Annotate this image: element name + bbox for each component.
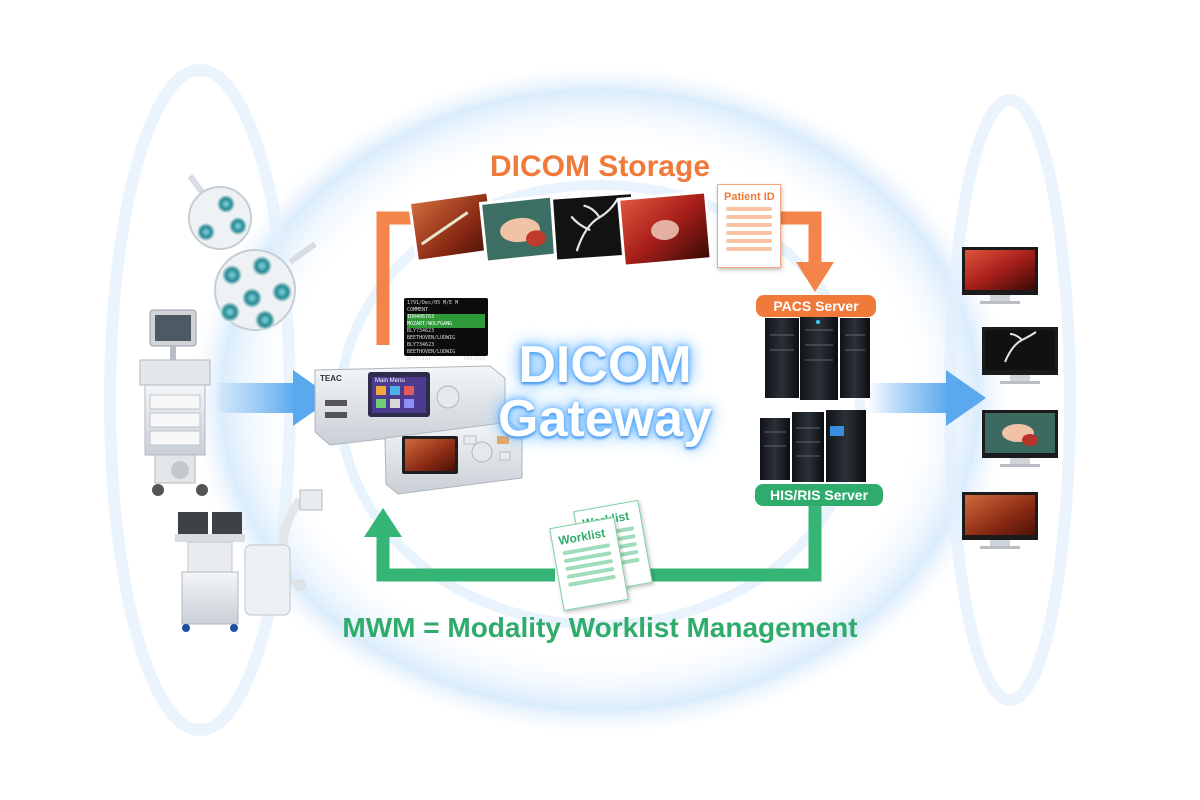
screen-line: BEETHOVEN/LUDWIG — [407, 335, 456, 341]
mwm-arrow-head — [364, 508, 402, 537]
screen-line-selected: MOZART/WOLFGANG — [407, 321, 485, 328]
doc-line — [726, 223, 772, 227]
storage-arrow-left — [376, 211, 420, 345]
monitor-icon — [982, 410, 1058, 467]
device-brand: TEAC — [320, 374, 342, 383]
storage-image-4 — [617, 190, 713, 268]
output-flow-arrow-body — [868, 383, 948, 413]
storage-image-3-angiogram — [549, 191, 639, 263]
doc-line — [726, 239, 772, 243]
screen-footer: Worklist 001/010 — [407, 356, 485, 363]
mwm-arrow-right — [640, 505, 822, 582]
pacs-server-rack-icon — [765, 310, 870, 400]
input-flow-arrow-body — [215, 383, 295, 413]
mwm-label: MWM = Modality Worklist Management — [342, 612, 858, 643]
storage-arrow-head — [796, 262, 834, 292]
patient-id-document: Patient ID — [717, 184, 781, 268]
medical-recorder-back — [314, 365, 506, 446]
doc-line — [726, 215, 772, 219]
storage-image-2 — [478, 193, 567, 264]
screen-line: BLY734623 — [407, 328, 435, 334]
screen-line-selected: ID0486763 — [407, 314, 485, 321]
screen-line: BEETHOVEN/LUDWIG — [407, 349, 456, 355]
dicom-gateway-title: DICOM Gateway — [470, 338, 740, 446]
mwm-arrow-left — [376, 535, 555, 582]
endoscopy-tower-icon — [139, 309, 211, 496]
gateway-line2: Gateway — [498, 390, 712, 448]
screen-line: BLY734623 — [407, 342, 435, 348]
worklist-document-front: Worklist — [549, 516, 629, 612]
gateway-line1: DICOM — [518, 336, 692, 394]
screen-footer-right: 001/010 — [463, 356, 485, 362]
his-ris-server-label: HIS/RIS Server — [755, 484, 883, 506]
dicom-storage-label: DICOM Storage — [489, 150, 711, 183]
his-ris-server-rack-icon — [760, 410, 866, 482]
surgical-light-icon — [187, 174, 317, 331]
monitor-icon — [962, 492, 1038, 549]
doc-line — [726, 247, 772, 251]
screen-line: 1791/Dec/05 M/E M — [407, 300, 459, 306]
screen-line: COMMENT — [407, 307, 429, 313]
pacs-server-label: PACS Server — [756, 295, 876, 317]
device-menu-title: Main Menu — [375, 378, 405, 384]
patient-id-label: Patient ID — [724, 191, 775, 203]
c-arm-icon — [175, 489, 323, 632]
monitor-icon — [962, 247, 1038, 304]
doc-line — [726, 207, 772, 211]
worklist-screen: 1791/Dec/05 M/E M COMMENT ID0486763 MOZA… — [404, 298, 488, 362]
monitor-icon — [982, 327, 1058, 384]
medical-recorder-front — [384, 421, 523, 495]
doc-line — [726, 231, 772, 235]
screen-footer-left: Worklist — [407, 356, 432, 362]
input-flow-arrow-head — [293, 370, 333, 426]
storage-image-1 — [407, 190, 498, 264]
output-flow-arrow-head — [946, 370, 986, 426]
